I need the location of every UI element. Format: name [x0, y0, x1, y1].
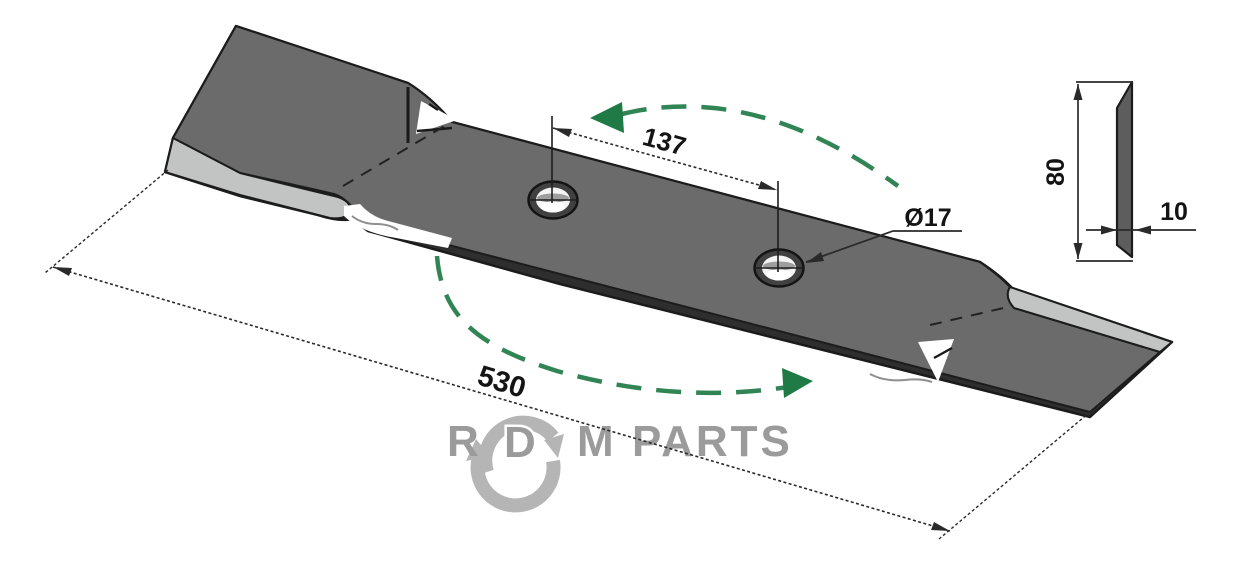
right-bend-tick	[933, 346, 953, 360]
right-bend-crease-line	[929, 306, 1009, 326]
hole-spacing-label: 137	[639, 121, 689, 162]
overall-length-arrow-right-icon	[931, 522, 950, 531]
hole-spacing-dim-line	[552, 127, 778, 191]
watermark-logo-arrowhead-bottom-icon	[466, 439, 490, 461]
cross-section-shape	[1115, 80, 1134, 259]
left-bend-highlight	[416, 101, 457, 134]
overall-length-label: 530	[474, 360, 530, 405]
section-height-label: 80	[1042, 158, 1070, 186]
rotation-arrowhead-top-icon	[590, 102, 624, 133]
overall-length-dim-line	[52, 266, 951, 532]
watermark-logo-arrow-top-icon	[478, 415, 559, 475]
section-height-arrow-bottom-icon	[1073, 243, 1083, 259]
overall-length-arrow-left-icon	[53, 267, 72, 276]
overall-length-ext-right	[938, 411, 1091, 540]
bolt-hole-1-highlight	[541, 201, 565, 213]
hole-spacing-arrow-left-icon	[553, 128, 572, 137]
rotation-direction-indicator	[434, 102, 900, 398]
dimension-hole-diameter: Ø17	[805, 204, 962, 263]
bolt-hole-2	[753, 181, 805, 288]
right-cutting-edge	[1006, 286, 1173, 353]
rotation-arrowhead-bottom-icon	[782, 368, 813, 398]
watermark-letter-d: D	[504, 418, 536, 467]
right-edge-squiggle	[869, 373, 933, 383]
section-thickness-arrow-right-icon	[1135, 225, 1151, 235]
left-cutting-edge	[164, 137, 352, 220]
watermark-letter-r: R	[447, 417, 482, 466]
blade-illustration	[163, 24, 1174, 419]
watermark: R D M PARTS	[447, 415, 793, 513]
bolt-hole-2-shadow	[763, 261, 795, 271]
section-thickness-label: 10	[1160, 198, 1188, 226]
right-bend-highlight	[918, 339, 954, 382]
dimension-section-height: 80	[1042, 81, 1133, 262]
section-thickness-arrow-left-icon	[1101, 225, 1117, 235]
left-edge-squiggle	[351, 215, 399, 231]
watermark-logo-arrow-bottom-icon	[470, 455, 561, 513]
hole-diameter-label: Ø17	[904, 204, 951, 232]
hole-spacing-arrow-right-icon	[758, 181, 777, 190]
rotation-arc-top	[621, 104, 900, 188]
left-edge-highlight	[344, 204, 452, 248]
hole-diameter-leader-line	[805, 230, 962, 263]
bolt-hole-1	[527, 116, 579, 220]
right-edge-highlight	[862, 362, 912, 390]
hole-diameter-arrow-icon	[806, 252, 824, 263]
bolt-hole-2-highlight	[767, 269, 791, 281]
cross-section-view: 80 10	[1042, 80, 1196, 262]
watermark-logo-arrowhead-top-icon	[544, 434, 564, 458]
dimension-section-thickness: 10	[1086, 198, 1196, 235]
watermark-word-parts: PARTS	[632, 417, 793, 466]
dimension-hole-spacing: 137	[552, 121, 778, 191]
section-height-arrow-top-icon	[1073, 84, 1083, 100]
rotation-arc-bottom	[434, 255, 789, 396]
left-bend-tick	[428, 103, 439, 111]
left-bend-edge-line	[416, 126, 453, 133]
bolt-hole-1-shadow	[537, 193, 569, 203]
overall-length-ext-left	[44, 169, 169, 274]
blade-top-face	[172, 25, 1161, 413]
watermark-letter-m: M	[577, 417, 617, 466]
